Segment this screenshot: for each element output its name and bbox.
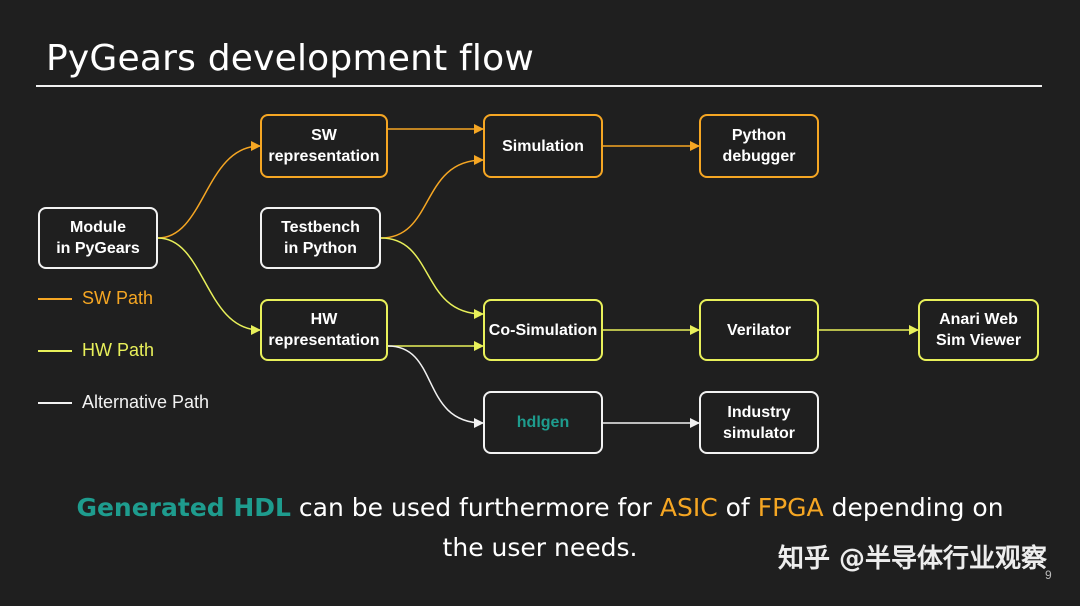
legend-hw-swatch <box>38 350 72 352</box>
node-industry-simulator: Industry simulator <box>699 391 819 454</box>
footer-text-2: of <box>717 493 758 522</box>
node-simulation: Simulation <box>483 114 603 178</box>
footer-fpga: FPGA <box>757 493 824 522</box>
edge-module-to-sw <box>157 141 261 239</box>
node-python-debugger: Python debugger <box>699 114 819 178</box>
edge-testbench-to-cosim <box>380 237 484 319</box>
slide-title: PyGears development flow <box>46 38 534 79</box>
node-module-in-pygears: Module in PyGears <box>38 207 158 269</box>
legend-sw-label: SW Path <box>82 288 154 308</box>
footer-asic: ASIC <box>659 493 718 522</box>
legend-sw-swatch <box>38 298 72 300</box>
page-number: 9 <box>1045 568 1052 582</box>
edge-module-to-hw <box>157 237 261 335</box>
node-verilator: Verilator <box>699 299 819 361</box>
node-sw-representation: SW representation <box>260 114 388 178</box>
node-co-simulation: Co-Simulation <box>483 299 603 361</box>
edge-hw-to-hdlgen <box>387 345 484 428</box>
legend-alt-swatch <box>38 402 72 404</box>
node-hw-representation: HW representation <box>260 299 388 361</box>
legend-alt-label: Alternative Path <box>82 392 210 412</box>
footer-caption: Generated HDL can be used furthermore fo… <box>60 488 1020 568</box>
footer-text-1: can be used furthermore for <box>290 493 660 522</box>
legend-hw-label: HW Path <box>82 340 155 360</box>
edge-testbench-to-simulation <box>380 155 484 239</box>
footer-generated-hdl: Generated HDL <box>76 493 291 522</box>
footer-text-3: depending on the user needs. <box>442 493 1004 562</box>
title-underline <box>36 85 1042 87</box>
node-hdlgen: hdlgen <box>483 391 603 454</box>
node-testbench-in-python: Testbench in Python <box>260 207 381 269</box>
node-anari-web-sim-viewer: Anari Web Sim Viewer <box>918 299 1039 361</box>
watermark: 知乎 @半导体行业观察 <box>778 544 1048 574</box>
